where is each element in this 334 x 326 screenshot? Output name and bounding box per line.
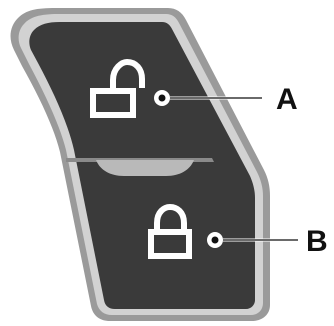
lock-icon [148,203,192,259]
unlock-button[interactable] [90,58,145,118]
unlock-icon [90,58,145,118]
divider-ridge [96,160,194,176]
lock-button[interactable] [148,203,192,259]
callout-b: B [207,225,328,258]
callout-a-label: A [276,83,298,116]
callout-a: A [154,83,298,116]
callout-b-label: B [306,225,328,258]
